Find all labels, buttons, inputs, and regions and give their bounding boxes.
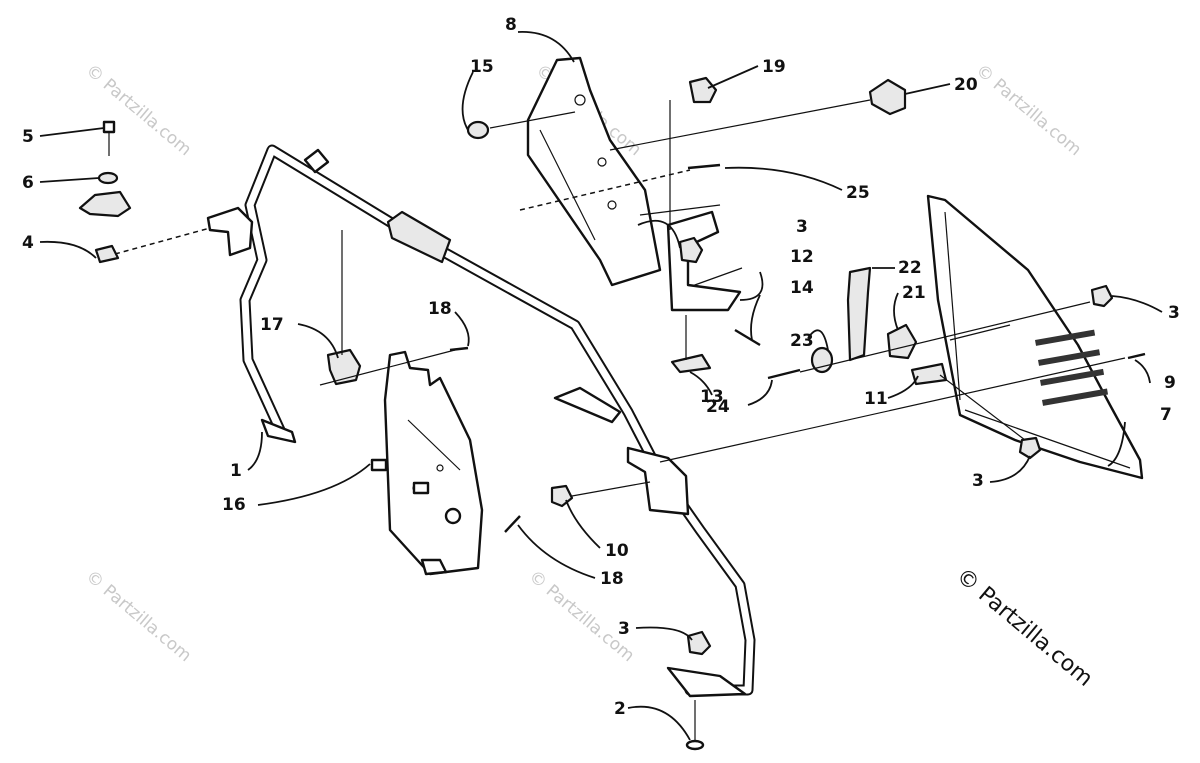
nut-3	[678, 236, 704, 264]
nut-10	[550, 484, 574, 508]
clip-nut-4	[94, 244, 120, 264]
bumper-frame	[206, 144, 756, 698]
pin-18-lower	[504, 515, 521, 533]
upper-center-bracket	[526, 56, 662, 287]
callout-9: 9	[1164, 373, 1176, 393]
plug-15	[466, 120, 490, 140]
pin-18	[449, 346, 469, 352]
watermark-text: © Partzilla.com	[82, 567, 195, 667]
callout-2: 2	[614, 699, 626, 719]
hardware	[78, 76, 1146, 751]
callout-25: 25	[846, 183, 870, 203]
callout-13: 13	[700, 387, 724, 407]
nut-19	[688, 76, 718, 104]
nut-3-lower	[1018, 436, 1042, 460]
callout-22: 22	[898, 258, 922, 278]
callout-21: 21	[902, 283, 926, 303]
stud-11	[910, 362, 948, 386]
watermark-text: © Partzilla.com	[82, 61, 195, 161]
callout-12: 12	[790, 247, 814, 267]
callout-7: 7	[1160, 405, 1172, 425]
nut-3-bottom	[686, 630, 712, 656]
callout-3: 3	[1168, 303, 1180, 323]
pin-25	[687, 163, 721, 170]
leader-lines	[39, 31, 1163, 741]
callout-10: 10	[605, 541, 629, 561]
bolt-2	[685, 700, 705, 751]
right-side-panel	[926, 194, 1144, 480]
callout-3: 3	[972, 471, 984, 491]
callout-5: 5	[22, 127, 34, 147]
callout-11: 11	[864, 389, 888, 409]
callout-3: 3	[796, 217, 808, 237]
callout-18: 18	[428, 299, 452, 319]
callout-1: 1	[230, 461, 242, 481]
assembly-lines	[319, 99, 1126, 497]
callout-24: 24	[706, 397, 730, 417]
watermark-text: © Partzilla.com	[972, 61, 1085, 161]
left-mounting-plate	[370, 350, 484, 576]
small-angle-bracket	[666, 210, 743, 312]
callout-4: 4	[22, 233, 34, 253]
callout-8: 8	[505, 15, 517, 35]
screw-24	[767, 368, 801, 380]
washer-6	[97, 171, 119, 185]
bolt-5	[102, 120, 116, 156]
callout-23: 23	[790, 331, 814, 351]
callout-6: 6	[22, 173, 34, 193]
clamp-17	[326, 348, 362, 386]
callout-20: 20	[954, 75, 978, 95]
watermark-brand: © Partzilla.com	[951, 563, 1097, 691]
callout-19: 19	[762, 57, 786, 77]
bushing-21	[886, 323, 918, 360]
callout-labels: 1 2 3 3 3 3 4 5 6 7 8 9 10 11 12 13 14 1…	[22, 15, 1180, 719]
screw-9	[1127, 352, 1146, 360]
pin-14	[734, 328, 761, 347]
callout-14: 14	[790, 278, 814, 298]
nut-3-right	[1090, 284, 1114, 308]
callout-16: 16	[222, 495, 246, 515]
turnbuckle-22	[846, 266, 872, 362]
stud-13	[670, 353, 712, 374]
grommet-20	[868, 78, 907, 116]
clip-bracket	[78, 190, 132, 218]
callout-3: 3	[618, 619, 630, 639]
callout-17: 17	[260, 315, 284, 335]
callout-15: 15	[470, 57, 494, 77]
callout-18: 18	[600, 569, 624, 589]
